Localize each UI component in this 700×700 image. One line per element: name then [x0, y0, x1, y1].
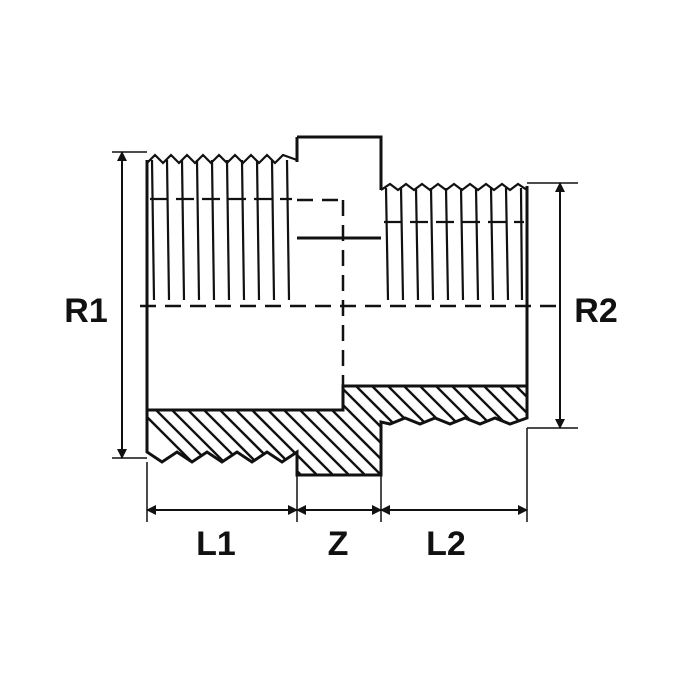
left-thread-upper [146, 153, 298, 301]
z-label: Z [328, 525, 349, 563]
l2-label: L2 [426, 525, 466, 563]
l1-label: L1 [196, 525, 236, 563]
right-thread-upper [380, 182, 528, 301]
center-lines [140, 198, 560, 386]
hatched-section [145, 384, 529, 477]
dimension-lines [117, 151, 565, 515]
fitting-body [145, 135, 529, 412]
r2-label: R2 [574, 292, 617, 330]
r1-label: R1 [64, 292, 107, 330]
